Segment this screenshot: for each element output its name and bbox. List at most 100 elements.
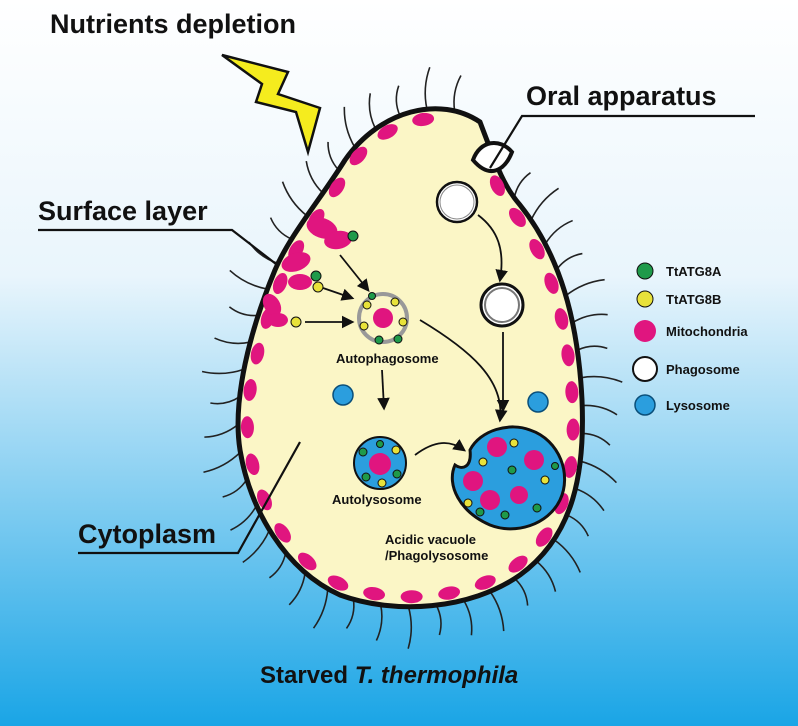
- mitochondrion: [243, 379, 257, 401]
- mitochondrion: [508, 555, 528, 573]
- mitochondrion: [508, 207, 526, 228]
- cilium: [489, 590, 505, 632]
- phagosome: [479, 282, 525, 328]
- cilium: [544, 219, 573, 245]
- caption-prefix: Starved: [260, 662, 355, 689]
- cilium: [582, 432, 611, 446]
- cilium: [435, 604, 442, 636]
- magenta-dot-icon: [634, 320, 656, 342]
- mitochondrion: [566, 418, 580, 441]
- cilium: [288, 572, 306, 606]
- mitochondrion: [327, 575, 349, 591]
- mitochondrion: [561, 344, 575, 367]
- autolysosome: [353, 436, 407, 490]
- cilium: [407, 606, 413, 649]
- cilium: [281, 181, 308, 217]
- mitochondrion: [349, 146, 368, 166]
- lysosome: [332, 384, 354, 406]
- mitochondrion: [438, 586, 461, 600]
- mitochondrion: [363, 586, 385, 601]
- cilium: [203, 451, 241, 474]
- caption: Starved T. thermophila: [260, 662, 518, 689]
- autophagosome-label: Autophagosome: [336, 351, 439, 366]
- mitochondrion: [274, 523, 291, 543]
- mitochondrion: [474, 575, 496, 590]
- surface-layer-label: Surface layer: [38, 196, 208, 226]
- mitochondrion: [563, 456, 578, 478]
- cilium: [572, 313, 608, 324]
- cilium: [214, 337, 251, 345]
- cilium: [424, 66, 431, 110]
- mitochondrion: [489, 175, 505, 197]
- autophagosome: [357, 292, 409, 345]
- cilia: [201, 66, 623, 649]
- mitochondrion: [400, 590, 423, 604]
- legend-label-mitochondria: Mitochondria: [666, 324, 748, 339]
- lysosome: [527, 391, 549, 413]
- cilium: [566, 514, 590, 537]
- cilium: [514, 577, 529, 606]
- cilium: [575, 487, 605, 512]
- cilium: [553, 538, 581, 573]
- phagosome-inner: [439, 184, 475, 220]
- cilium: [580, 460, 618, 484]
- cilium: [580, 375, 623, 383]
- cilium: [375, 604, 383, 641]
- cilium: [269, 217, 292, 240]
- mitochondrion: [535, 527, 553, 547]
- phagolysosome-label: /Phagolysosome: [385, 548, 488, 563]
- mitochondrion: [529, 238, 545, 260]
- mitochondrion: [245, 453, 260, 476]
- cilium: [530, 187, 560, 221]
- cilium: [229, 269, 268, 290]
- surface-atg8-dots: [290, 230, 359, 328]
- mitochondrion: [240, 416, 254, 439]
- cilium: [305, 160, 324, 194]
- mitochondrion: [250, 342, 265, 365]
- phagosome: [435, 180, 479, 224]
- legend-label-ttatg8a: TtATG8A: [666, 264, 722, 279]
- cilium: [242, 529, 271, 564]
- cilium: [204, 423, 239, 438]
- cilium: [582, 404, 618, 416]
- cilium: [312, 588, 329, 629]
- nutrients-depletion-label: Nutrients depletion: [50, 9, 296, 39]
- cilium: [327, 141, 340, 171]
- cytoplasm-label: Cytoplasm: [78, 519, 216, 549]
- legend-label-phagosome: Phagosome: [666, 362, 740, 377]
- cilium: [201, 368, 245, 375]
- flow-arrows: [305, 214, 510, 456]
- mitochondrion: [377, 124, 398, 140]
- acidic-vacuole: [450, 425, 566, 531]
- white-ring-icon: [632, 356, 658, 382]
- mitochondrion: [328, 177, 346, 198]
- green-dot-icon: [636, 262, 654, 280]
- caption-species: T. thermophila: [355, 662, 519, 689]
- callout-lines: [38, 114, 755, 555]
- mitochondrion: [565, 381, 579, 404]
- acidic-vacuole-label: Acidic vacuole: [385, 532, 476, 547]
- mitochondrion: [297, 552, 317, 571]
- blue-dot-icon: [634, 394, 656, 416]
- mitochondrion: [272, 272, 288, 294]
- mitochondrion: [412, 112, 435, 127]
- cilium: [395, 85, 401, 116]
- mitochondrion: [257, 489, 272, 511]
- cilium: [453, 75, 462, 112]
- mitochondrion: [554, 308, 569, 330]
- cilium: [368, 93, 377, 130]
- cilium: [343, 106, 356, 148]
- yellow-dot-icon: [636, 290, 654, 308]
- oral-apparatus-label: Oral apparatus: [526, 81, 717, 111]
- lightning-bolt-icon: [221, 53, 322, 157]
- cilium: [535, 560, 557, 592]
- legend-label-ttatg8b: TtATG8B: [666, 292, 721, 307]
- cilium: [577, 345, 608, 351]
- cilium: [565, 278, 605, 297]
- autolysosome-label: Autolysosome: [332, 492, 422, 507]
- cilium: [462, 599, 473, 636]
- surface-mitochondria-cluster: [262, 217, 352, 327]
- legend: TtATG8A TtATG8B Mitochondria Phagosome L…: [632, 262, 748, 416]
